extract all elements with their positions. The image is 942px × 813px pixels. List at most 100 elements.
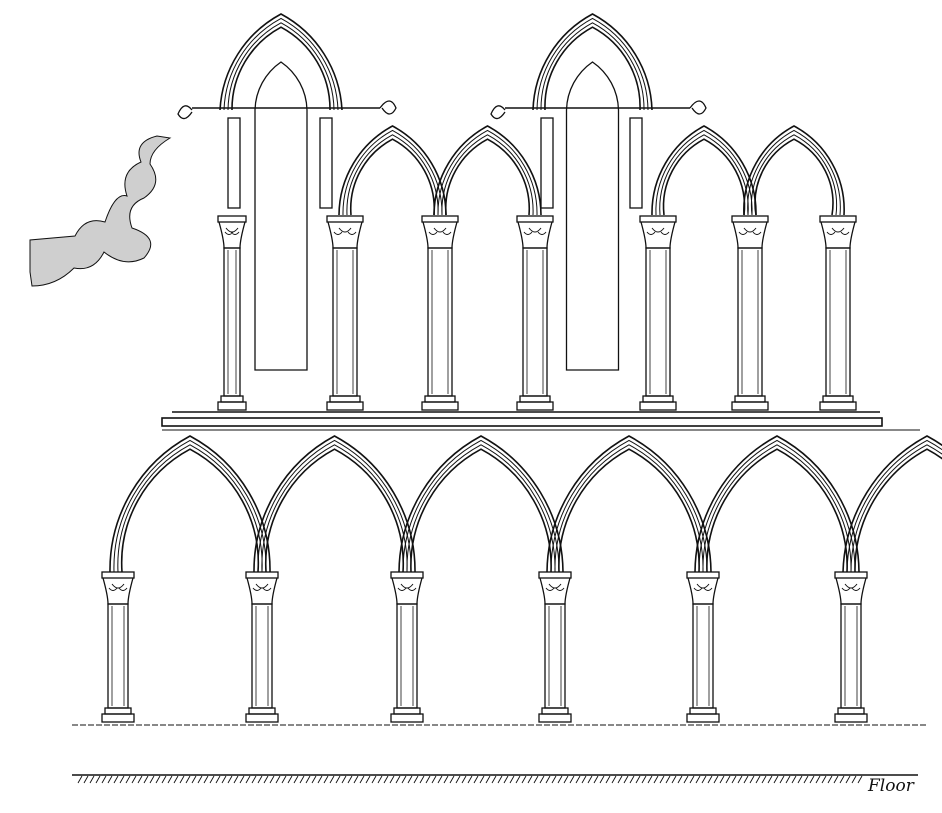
lower-arch-5	[702, 444, 852, 573]
upper-column-4-abacus	[516, 215, 554, 223]
floor-hatch	[161, 775, 167, 784]
floor-hatch	[539, 775, 545, 784]
lower-arch-3	[410, 448, 552, 573]
floor-hatch	[521, 775, 527, 784]
floor-hatch	[239, 775, 245, 784]
floor-hatch	[263, 775, 269, 784]
floor-hatch	[341, 775, 347, 784]
floor-hatch	[293, 775, 299, 784]
upper-arch-4	[750, 134, 838, 216]
floor-hatch	[827, 775, 833, 784]
floor-hatch	[623, 775, 629, 784]
floor-hatch	[479, 775, 485, 784]
lower-column-4-abacus	[538, 571, 572, 579]
upper-column-1-plinth	[217, 401, 247, 411]
upper-column-4-base-torus	[519, 395, 551, 403]
floor-hatch	[155, 775, 161, 784]
floor-hatch	[467, 775, 473, 784]
lower-arch-1	[120, 448, 260, 573]
crocket-left-2	[490, 105, 506, 120]
upper-column-1-base-torus	[220, 395, 244, 403]
floor-hatch	[839, 775, 845, 784]
upper-arch-2	[437, 129, 538, 216]
upper-column-7-foliage	[826, 227, 850, 235]
floor-hatch	[545, 775, 551, 784]
floor-hatch	[773, 775, 779, 784]
lancet-arch-1	[223, 17, 339, 111]
floor-hatch	[95, 775, 101, 784]
lower-arch-partial	[854, 448, 942, 573]
lower-column-6-abacus	[834, 571, 868, 579]
floor-hatch	[431, 775, 437, 784]
floor-hatch	[371, 775, 377, 784]
floor-hatch	[527, 775, 533, 784]
floor-hatch	[749, 775, 755, 784]
floor-hatch	[119, 775, 125, 784]
floor-hatch	[173, 775, 179, 784]
floor-hatch	[719, 775, 725, 784]
floor-hatch	[275, 775, 281, 784]
floor-hatch	[473, 775, 479, 784]
lower-column-1-shaft	[107, 603, 129, 709]
floor-hatch	[287, 775, 293, 784]
lower-column-3-abacus	[390, 571, 424, 579]
floor-hatch	[509, 775, 515, 784]
lower-column-3-capital	[391, 577, 423, 605]
upper-column-7-abacus	[819, 215, 857, 223]
floor-hatch	[335, 775, 341, 784]
floor-hatch	[491, 775, 497, 784]
lower-column-4-base-torus	[541, 707, 569, 715]
upper-arch-1	[349, 138, 436, 216]
lower-column-3-base-torus	[393, 707, 421, 715]
upper-arch-3	[655, 129, 753, 216]
lower-arch-1	[113, 439, 267, 573]
floor-hatch	[665, 775, 671, 784]
upper-arch-3	[659, 134, 749, 216]
floor-hatch	[737, 775, 743, 784]
lower-column-6-capital	[835, 577, 867, 605]
lower-arch-4	[550, 439, 708, 573]
lancet-arch-2	[532, 13, 653, 111]
upper-column-5-capital	[640, 221, 676, 249]
floor-hatch	[89, 775, 95, 784]
upper-arch-4	[743, 125, 845, 216]
floor-hatch	[677, 775, 683, 784]
floor-hatch	[563, 775, 569, 784]
floor-hatch	[797, 775, 803, 784]
floor-hatch	[143, 775, 149, 784]
upper-column-5-base-torus	[642, 395, 674, 403]
floor-hatch	[215, 775, 221, 784]
lower-arch-5	[694, 435, 860, 573]
floor-hatch	[197, 775, 203, 784]
upper-arch-1	[342, 129, 443, 216]
floor-hatch	[269, 775, 275, 784]
lower-arch-3	[402, 439, 560, 573]
floor-hatch	[389, 775, 395, 784]
floor-hatch	[365, 775, 371, 784]
floor-hatch	[383, 775, 389, 784]
lower-column-4-capital	[539, 577, 571, 605]
lower-column-1-foliage	[108, 583, 128, 591]
floor-hatch	[329, 775, 335, 784]
lancet-arch-1	[219, 13, 343, 111]
upper-column-5-plinth	[639, 401, 677, 411]
lower-arch-4	[554, 444, 704, 573]
floor-hatch	[815, 775, 821, 784]
floor-hatch	[113, 775, 119, 784]
lancet-arch-1	[227, 22, 335, 111]
floor-hatch	[857, 775, 863, 784]
lower-column-2-foliage	[252, 583, 272, 591]
floor-hatch	[107, 775, 113, 784]
upper-column-2-base-torus	[329, 395, 361, 403]
floor-hatch	[443, 775, 449, 784]
floor-hatch	[785, 775, 791, 784]
upper-column-3-base-torus	[424, 395, 456, 403]
lower-column-5-abacus	[686, 571, 720, 579]
floor-label: Floor	[868, 776, 914, 796]
upper-column-2-abacus	[326, 215, 364, 223]
floor-hatch	[203, 775, 209, 784]
floor-hatch	[299, 775, 305, 784]
floor-hatch	[185, 775, 191, 784]
floor-hatch	[731, 775, 737, 784]
floor-hatch	[581, 775, 587, 784]
